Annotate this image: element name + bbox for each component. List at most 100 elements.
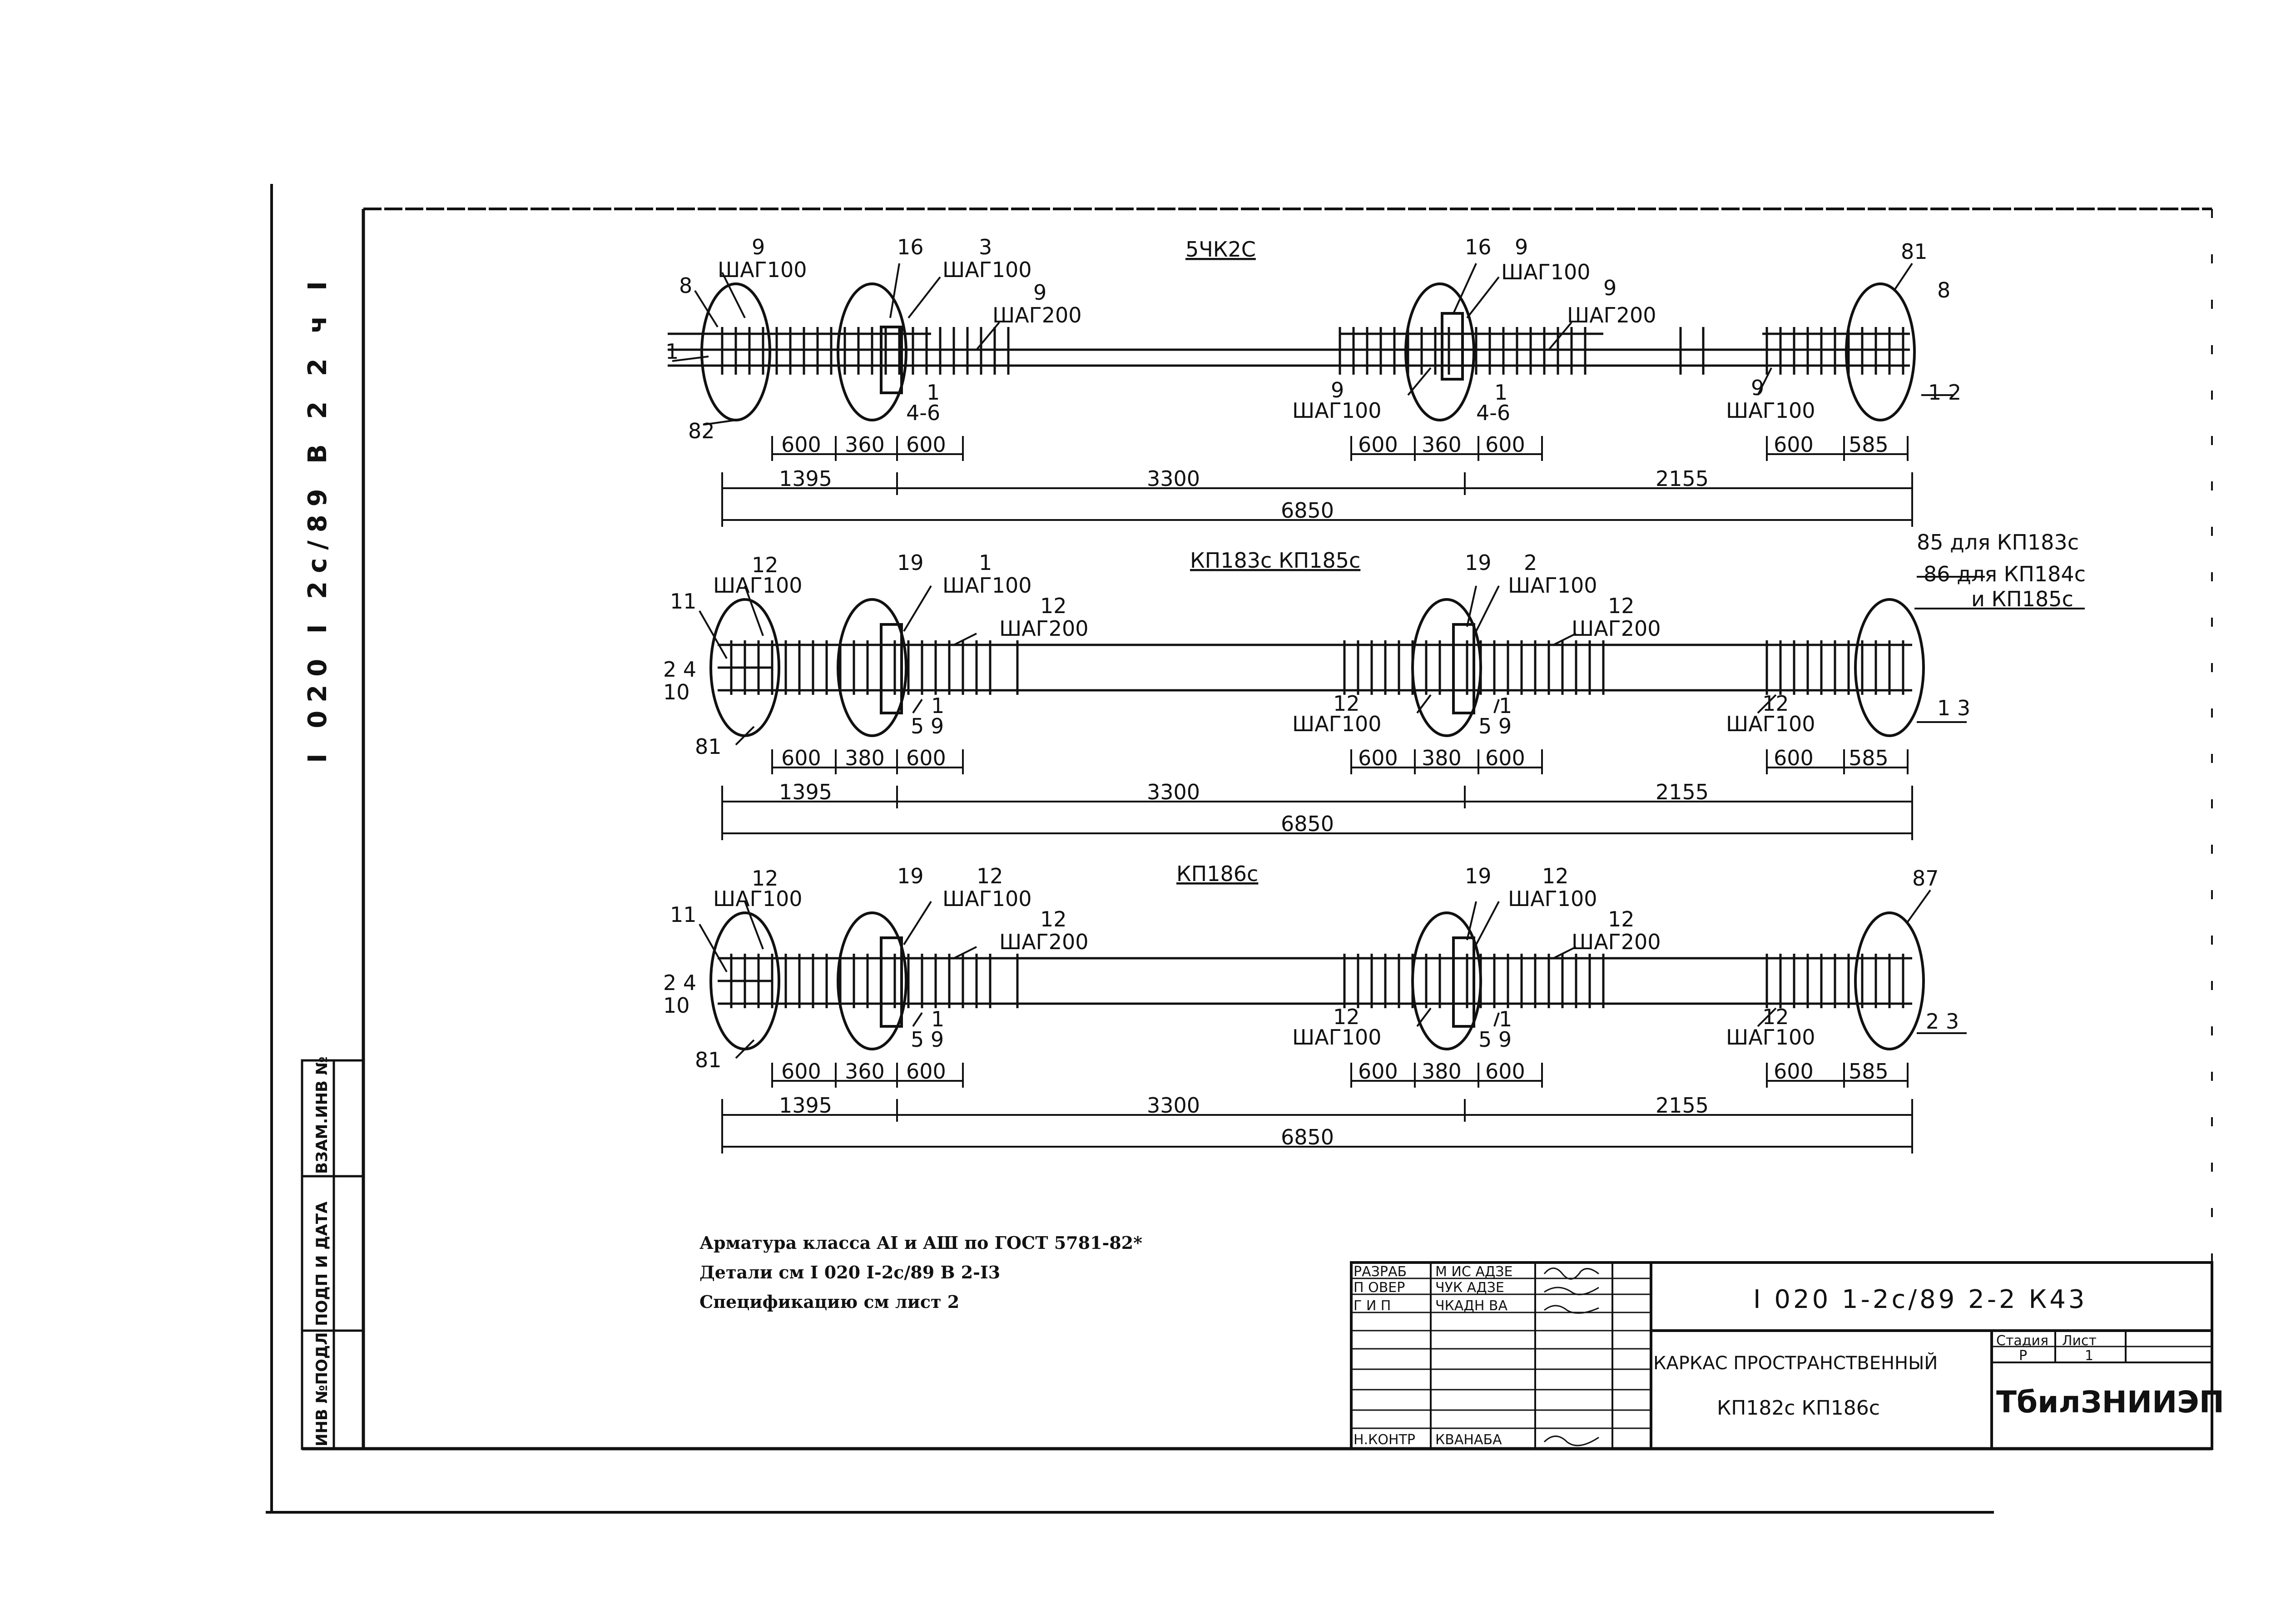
frame-2-callout-e: ШАГ100 <box>942 573 1032 598</box>
frame-1-seg-2: 360 <box>845 432 885 457</box>
frame-3-callout-r: ШАГ200 <box>1572 930 1661 954</box>
sheet-value: 1 <box>2085 1348 2093 1364</box>
frame-2-total: 6850 <box>1281 812 1334 836</box>
frame-3-callout-y: 87 <box>1912 866 1939 891</box>
frame-2-title: КП183с КП185с <box>1190 548 1360 573</box>
frame-1-callout-t: 1 <box>1494 380 1507 405</box>
title-role-3: Г И П <box>1354 1298 1391 1314</box>
frame-1-seg-4: 600 <box>1358 432 1398 457</box>
frame-1-callout-i: 1 <box>665 339 679 364</box>
frame-1-callout-b: ШАГ100 <box>718 257 807 282</box>
frame-1-seg-8: 585 <box>1849 432 1889 457</box>
note-2: Детали см I 020 I-2с/89 В 2-I3 <box>699 1262 1000 1282</box>
frame-1-callout-h: 8 <box>679 273 692 298</box>
frame-3-callout-a: 12 <box>752 866 778 891</box>
frame-3-callout-n: 19 <box>1465 864 1492 888</box>
frame-3-span-3: 2155 <box>1656 1093 1709 1118</box>
side-stamp-row1: ВЗАМ.ИНВ № <box>313 1056 331 1174</box>
frame-2: КП183с КП185с <box>663 530 2086 840</box>
title-role-4: Н.КОНТР <box>1354 1432 1415 1448</box>
sheet-header: Лист <box>2062 1333 2097 1349</box>
frame-2-note-right-1: 85 для КП183с <box>1917 530 2079 555</box>
frame-2-callout-c: 19 <box>897 550 924 575</box>
title-name-3: ЧКАДН ВА <box>1435 1298 1508 1314</box>
frame-1-callout-c: 16 <box>897 235 924 259</box>
frame-2-callout-a: 12 <box>752 553 778 577</box>
frame-3-seg-3: 600 <box>906 1059 946 1084</box>
note-1: Арматура класса AI и AШ по ГОСТ 5781-82* <box>699 1233 1142 1253</box>
frame-2-note-right-3: и КП185с <box>1971 587 2073 611</box>
title-role-2: П ОВЕР <box>1354 1280 1405 1296</box>
frame-2-callout-t: ШАГ100 <box>1292 712 1382 736</box>
frame-2-span-3: 2155 <box>1656 780 1709 804</box>
frame-3-callout-z: 2 3 <box>1926 1009 1959 1034</box>
note-3: Спецификацию см лист 2 <box>699 1292 959 1312</box>
frame-1-span-1: 1395 <box>779 466 832 491</box>
frame-1-callout-a: 9 <box>752 235 765 259</box>
frame-1-callout-f: 9 <box>1033 280 1046 305</box>
frame-3-callout-g: ШАГ200 <box>999 930 1089 954</box>
stage-value: Р <box>2019 1348 2027 1364</box>
frame-1-callout-n: 9 <box>1515 235 1528 259</box>
frame-3-title: КП186с <box>1176 862 1258 886</box>
frame-1-title: 5ЧК2С <box>1185 237 1256 262</box>
title-name-4: КВАНАБА <box>1435 1432 1502 1448</box>
stage-header: Стадия <box>1996 1333 2048 1349</box>
frame-3-callout-b: ШАГ100 <box>713 886 803 911</box>
frame-1-callout-x: 81 <box>1901 239 1928 264</box>
frame-2-span-1: 1395 <box>779 780 832 804</box>
frame-1-callout-o: ШАГ100 <box>1501 260 1591 284</box>
frame-1-callout-d: 3 <box>979 235 992 259</box>
frame-2-seg-6: 600 <box>1485 746 1525 770</box>
frame-3-callout-k: 81 <box>695 1048 722 1072</box>
frame-1-span-3: 2155 <box>1656 466 1709 491</box>
frame-1-seg-5: 360 <box>1422 432 1462 457</box>
frame-2-note-right-2: 86 для КП184с <box>1924 562 2086 586</box>
frame-2-callout-k: 81 <box>695 734 722 759</box>
frame-1-callout-j: 1 <box>927 380 940 405</box>
title-name-1: М ИС АДЗЕ <box>1435 1264 1513 1280</box>
frame-2-callout-o: 2 <box>1524 550 1537 575</box>
side-document-code: I 020 I 2c/89 B 2 2 ч I <box>303 273 332 763</box>
frame-3-total: 6850 <box>1281 1125 1334 1149</box>
frame-2-seg-1: 600 <box>781 746 821 770</box>
frame-1-callout-l: 82 <box>688 419 715 443</box>
title-name-2: ЧУК АДЗЕ <box>1435 1280 1504 1296</box>
frame-1-callout-w: ШАГ100 <box>1726 398 1815 423</box>
side-stamp <box>301 1059 365 1450</box>
frame-3-callout-l: 1 <box>931 1007 944 1031</box>
frame-2-callout-q: 12 <box>1608 594 1635 618</box>
frame-2-callout-j: 10 <box>663 680 690 704</box>
frame-3-callout-u: 1 <box>1499 1007 1512 1031</box>
frame-1-total: 6850 <box>1281 498 1334 523</box>
frame-3-callout-q: 12 <box>1608 907 1635 931</box>
frame-2-seg-7: 600 <box>1774 746 1814 770</box>
frame-3-span-1: 1395 <box>779 1093 832 1118</box>
org-name: ТбилЗНИИЭП <box>1996 1385 2224 1420</box>
frame-1-seg-7: 600 <box>1774 432 1814 457</box>
frame-1-callout-g: ШАГ200 <box>992 303 1082 327</box>
frame-1-callout-v: 9 <box>1751 376 1764 400</box>
frame-1-callout-e: ШАГ100 <box>942 257 1032 282</box>
frame-1-callout-u: 4-6 <box>1476 401 1510 425</box>
side-stamp-row3: ИНВ №ПОДЛ <box>313 1332 331 1446</box>
frame-2-callout-x: ШАГ100 <box>1726 712 1815 736</box>
frame-3-seg-8: 585 <box>1849 1059 1889 1084</box>
frame-1-callout-k: 4-6 <box>906 401 940 425</box>
frame-3: КП186с <box>663 862 1967 1154</box>
frame-1-callout-m: 16 <box>1465 235 1492 259</box>
frame-2-callout-r: ШАГ200 <box>1572 616 1661 641</box>
frame-2-seg-2: 380 <box>845 746 885 770</box>
title-block <box>1350 1261 2213 1450</box>
frame-3-seg-1: 600 <box>781 1059 821 1084</box>
frame-2-span-2: 3300 <box>1147 780 1200 804</box>
frame-3-callout-v: 5 9 <box>1478 1027 1512 1052</box>
frame-2-seg-4: 600 <box>1358 746 1398 770</box>
object-line-2: КП182с КП186с <box>1717 1396 1880 1420</box>
signatures <box>1543 1268 1599 1446</box>
frame-3-callout-e: ШАГ100 <box>942 886 1032 911</box>
frame-3-callout-h: 11 <box>670 902 697 927</box>
frame-2-callout-l: 1 <box>931 693 944 718</box>
frame-3-seg-5: 380 <box>1422 1059 1462 1084</box>
frame-2-callout-y: 1 3 <box>1937 696 1970 720</box>
